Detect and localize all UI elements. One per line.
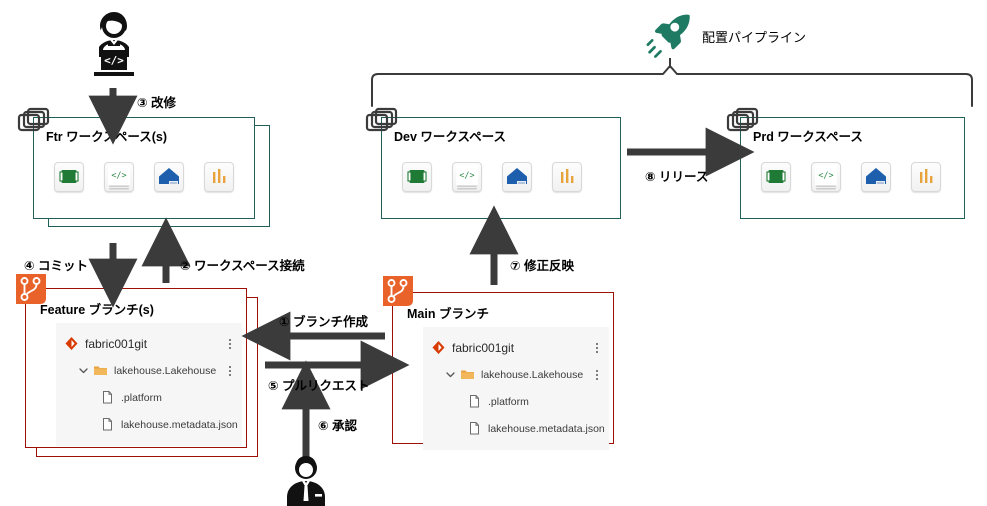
feature-branch-git-icon: [14, 272, 48, 311]
prd-workspace-items: </>: [761, 162, 941, 192]
report-icon[interactable]: [552, 162, 582, 192]
ftr-workspace-title: Ftr ワークスペース(s): [46, 130, 168, 144]
dev-workspace-stack-icon: [362, 102, 400, 132]
notebook-icon[interactable]: [54, 162, 84, 192]
tree-row[interactable]: lakehouse.Lakehouse: [423, 361, 609, 388]
prd-workspace-box[interactable]: Prd ワークスペース </>: [740, 117, 965, 219]
notebook-icon[interactable]: [761, 162, 791, 192]
svg-text:</>: </>: [459, 171, 474, 181]
folder-icon: [93, 363, 108, 378]
main-branch-git-icon: [381, 274, 415, 313]
businessperson-icon: [282, 455, 330, 506]
fabric-diamond-icon: [64, 336, 79, 351]
step-4-label: ④ コミット: [24, 259, 89, 273]
row-more-icon[interactable]: [228, 364, 232, 378]
file-icon: [100, 390, 115, 405]
lakehouse-icon[interactable]: [861, 162, 891, 192]
step-2-label: ② ワークスペース接続: [180, 259, 305, 273]
svg-text:</>: </>: [818, 171, 833, 181]
row-more-icon[interactable]: [595, 341, 599, 355]
ftr-workspace-stack-icon: [14, 102, 52, 132]
rocket-icon: [645, 12, 695, 65]
file-icon: [467, 421, 482, 436]
prd-workspace-stack-icon: [723, 102, 761, 132]
dev-workspace-title: Dev ワークスペース: [394, 130, 507, 144]
tree-row-label: lakehouse.Lakehouse: [114, 364, 217, 377]
tree-row[interactable]: .platform: [56, 384, 242, 411]
feature-branch-title: Feature ブランチ(s): [40, 303, 154, 317]
tree-row[interactable]: lakehouse.Lakehouse: [56, 357, 242, 384]
tree-row[interactable]: .platform: [423, 388, 609, 415]
code-item-icon[interactable]: </>: [452, 162, 482, 192]
main-branch-title: Main ブランチ: [407, 307, 489, 321]
dev-workspace-box[interactable]: Dev ワークスペース </>: [381, 117, 621, 219]
report-icon[interactable]: [204, 162, 234, 192]
step-5-label: ⑤ プルリクエスト: [268, 379, 370, 393]
dev-workspace-items: </>: [402, 162, 582, 192]
file-icon: [100, 417, 115, 432]
tree-row-label: .platform: [488, 395, 529, 408]
pipeline-label: 配置パイプライン: [702, 30, 807, 45]
report-icon[interactable]: [911, 162, 941, 192]
file-icon: [467, 394, 482, 409]
row-more-icon[interactable]: [228, 337, 232, 351]
developer-laptop-icon: </>: [88, 10, 140, 87]
tree-row-label: lakehouse.metadata.json: [488, 422, 605, 435]
row-more-icon[interactable]: [595, 368, 599, 382]
step-7-label: ⑦ 修正反映: [510, 259, 575, 273]
svg-text:</>: </>: [111, 171, 126, 181]
tree-row[interactable]: fabric001git: [423, 334, 609, 361]
lakehouse-icon[interactable]: [154, 162, 184, 192]
feature-branch-tree: fabric001git lakehouse.Lakehouse: [56, 323, 242, 446]
prd-workspace-title: Prd ワークスペース: [753, 130, 863, 144]
tree-row[interactable]: lakehouse.metadata.json: [56, 411, 242, 438]
chevron-down-icon[interactable]: [78, 365, 89, 376]
step-3-label: ③ 改修: [137, 96, 177, 110]
step-1-label: ① ブランチ作成: [279, 315, 369, 329]
tree-row-label: lakehouse.Lakehouse: [481, 368, 584, 381]
lakehouse-icon[interactable]: [502, 162, 532, 192]
chevron-down-icon[interactable]: [445, 369, 456, 380]
code-item-icon[interactable]: </>: [104, 162, 134, 192]
tree-row-label: fabric001git: [452, 340, 515, 355]
main-branch-box[interactable]: Main ブランチ fabric001git: [392, 292, 614, 450]
tree-row[interactable]: fabric001git: [56, 330, 242, 357]
feature-branch-box[interactable]: Feature ブランチ(s) fabric001git: [25, 288, 247, 448]
svg-text:</>: </>: [104, 54, 124, 67]
notebook-icon[interactable]: [402, 162, 432, 192]
ftr-workspace-items: </>: [54, 162, 234, 192]
step-6-label: ⑥ 承認: [318, 419, 358, 433]
tree-row[interactable]: lakehouse.metadata.json: [423, 415, 609, 442]
ftr-workspace-box[interactable]: Ftr ワークスペース(s) </>: [33, 117, 255, 219]
tree-row-label: .platform: [121, 391, 162, 404]
fabric-diamond-icon: [431, 340, 446, 355]
tree-row-label: fabric001git: [85, 336, 148, 351]
tree-row-label: lakehouse.metadata.json: [121, 418, 238, 431]
folder-icon: [460, 367, 475, 382]
main-branch-tree: fabric001git lakehouse.Lakehouse: [423, 327, 609, 450]
step-8-label: ⑧ リリース: [645, 170, 709, 184]
code-item-icon[interactable]: </>: [811, 162, 841, 192]
